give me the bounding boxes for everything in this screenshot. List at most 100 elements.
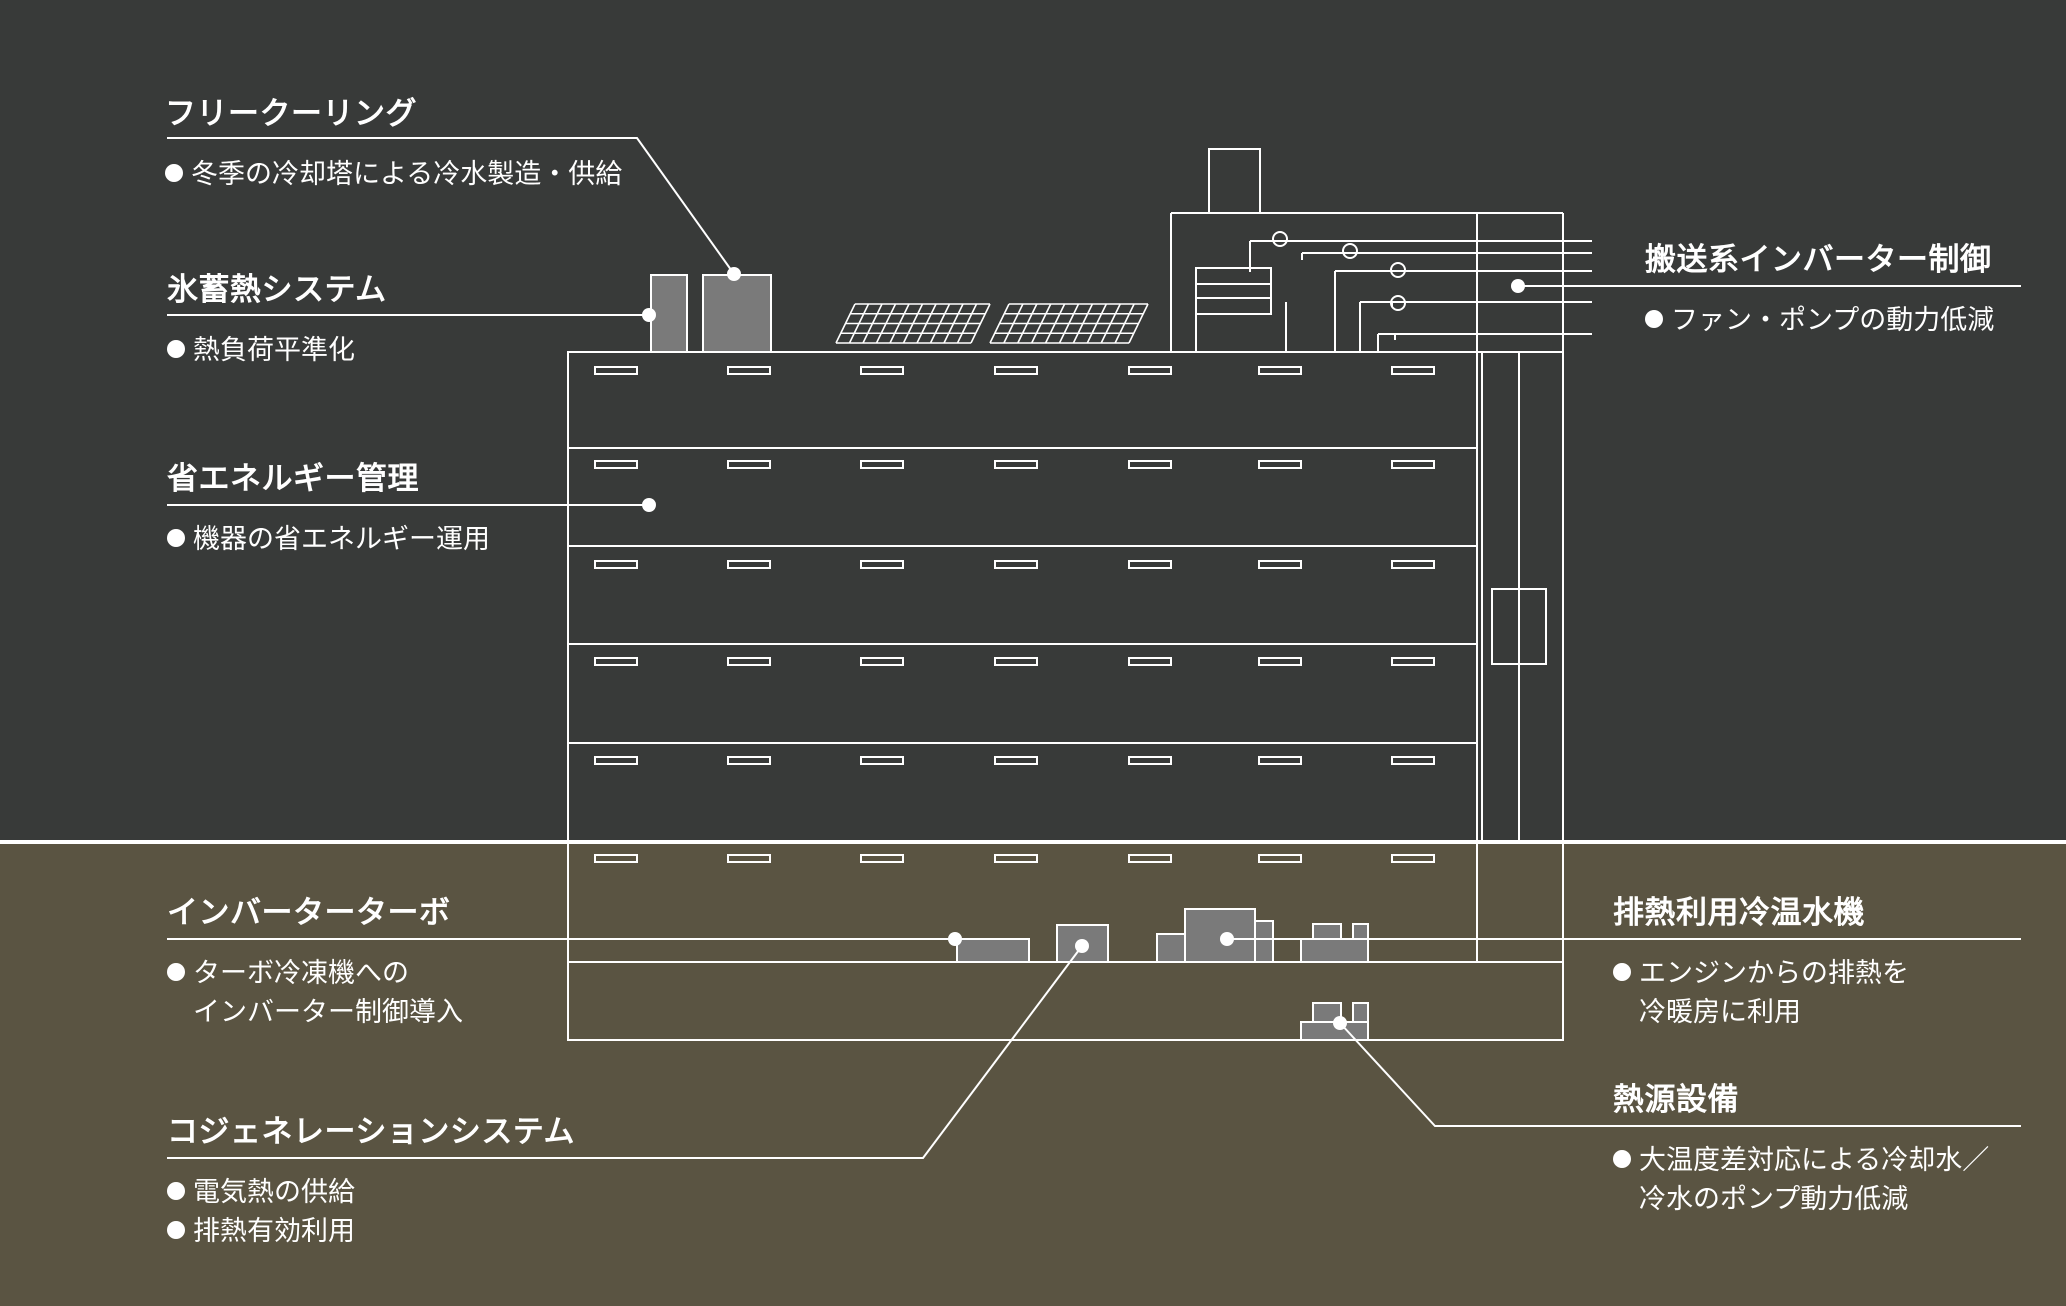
pump-icon: [1272, 231, 1288, 247]
marker-dot: [642, 498, 656, 512]
label-heat-source: 熱源設備 大温度差対応による冷却水／ 冷水のポンプ動力低減: [1613, 1074, 1989, 1219]
marker-dot: [1333, 1016, 1347, 1030]
window-slot: [727, 560, 771, 569]
cooling-tower: [702, 274, 772, 353]
window-slot: [1128, 756, 1172, 765]
ice-storage-tank: [650, 274, 688, 353]
window-slot: [1128, 366, 1172, 375]
window-slot: [727, 657, 771, 666]
bullet-dot: [167, 340, 185, 358]
window-slot: [860, 854, 904, 863]
window-slot: [1258, 560, 1302, 569]
label-title: フリークーリング: [165, 96, 417, 132]
label-title: 氷蓄熱システム: [167, 272, 387, 308]
window-slot: [727, 366, 771, 375]
label-title: 熱源設備: [1613, 1082, 1739, 1118]
label-title: コジェネレーションシステム: [167, 1114, 575, 1150]
absorption-chiller-large: [1184, 908, 1256, 963]
marker-dot: [642, 308, 656, 322]
label-item: 冷暖房に利用: [1639, 997, 1801, 1028]
window-slot: [860, 560, 904, 569]
leader-cogeneration: [167, 945, 1083, 1159]
window-slot: [1258, 854, 1302, 863]
window-slot: [860, 460, 904, 469]
window-slot: [1391, 560, 1435, 569]
window-slot: [1391, 756, 1435, 765]
pump-set-upper-top: [1312, 923, 1342, 940]
air-handler-unit: [1195, 267, 1272, 315]
label-item: ファン・ポンプの動力低減: [1645, 301, 1994, 340]
label-item: ターボ冷凍機への: [167, 954, 463, 993]
pump-set-upper-tall: [1352, 923, 1369, 940]
marker-dot: [1511, 279, 1525, 293]
pump-set-lower-tall: [1352, 1002, 1369, 1023]
window-slot: [1391, 460, 1435, 469]
label-title: 排熱利用冷温水機: [1613, 895, 1865, 931]
window-slot: [994, 756, 1038, 765]
label-title: 搬送系インバーター制御: [1645, 242, 1992, 278]
window-slot: [1391, 366, 1435, 375]
bullet-dot: [1645, 310, 1663, 328]
window-slot: [1258, 460, 1302, 469]
label-item: 大温度差対応による冷却水／: [1613, 1141, 1989, 1180]
label-item: 機器の省エネルギー運用: [167, 520, 490, 559]
window-slot: [594, 657, 638, 666]
label-energy-management: 省エネルギー管理 機器の省エネルギー運用: [167, 453, 490, 559]
window-slot: [594, 460, 638, 469]
label-inverter-turbo: インバーターターボ ターボ冷凍機への インバーター制御導入: [167, 887, 463, 1032]
label-transport-inverter: 搬送系インバーター制御 ファン・ポンプの動力低減: [1645, 234, 1994, 340]
shaft-equipment-box: [1491, 588, 1547, 665]
above-ground-area: [0, 0, 2066, 842]
window-slot: [1128, 854, 1172, 863]
label-item: 排熱有効利用: [167, 1212, 575, 1251]
window-slot: [727, 854, 771, 863]
window-slot: [860, 366, 904, 375]
window-slot: [1128, 560, 1172, 569]
window-slot: [1128, 657, 1172, 666]
pump-icon: [1390, 262, 1406, 278]
window-slot: [994, 560, 1038, 569]
label-free-cooling: フリークーリング 冬季の冷却塔による冷水製造・供給: [165, 88, 622, 194]
window-slot: [594, 560, 638, 569]
window-slot: [1258, 756, 1302, 765]
window-slot: [1258, 366, 1302, 375]
bullet-dot: [1613, 963, 1631, 981]
window-slot: [594, 366, 638, 375]
pump-icon: [1390, 295, 1406, 311]
label-item: インバーター制御導入: [193, 997, 463, 1028]
label-item: 冷水のポンプ動力低減: [1639, 1184, 1909, 1215]
window-slot: [994, 366, 1038, 375]
pump-set-upper: [1300, 938, 1369, 963]
bullet-dot: [167, 1221, 185, 1239]
label-title: インバーターターボ: [167, 895, 451, 931]
window-slot: [727, 756, 771, 765]
window-slot: [1391, 657, 1435, 666]
window-slot: [594, 756, 638, 765]
bullet-dot: [167, 529, 185, 547]
leader-heat-source: [1339, 1022, 2021, 1127]
absorption-chiller-side: [1254, 920, 1274, 963]
window-slot: [1128, 460, 1172, 469]
window-slot: [860, 657, 904, 666]
window-slot: [860, 756, 904, 765]
pump-set-lower-top: [1312, 1002, 1342, 1023]
marker-dot: [1220, 932, 1234, 946]
solar-panel: [835, 303, 991, 344]
marker-dot: [948, 932, 962, 946]
bullet-dot: [165, 164, 183, 182]
absorption-chiller-small: [1156, 933, 1188, 963]
building-outline: [567, 351, 1564, 1041]
label-item: 冬季の冷却塔による冷水製造・供給: [165, 155, 622, 194]
label-item: エンジンからの排熱を: [1613, 954, 1909, 993]
marker-dot: [1075, 939, 1089, 953]
window-slot: [994, 657, 1038, 666]
window-slot: [994, 460, 1038, 469]
chimney: [1208, 148, 1261, 214]
leader-free-cooling: [167, 137, 735, 275]
bullet-dot: [167, 1182, 185, 1200]
turbo-chiller: [956, 938, 1030, 963]
solar-panel: [989, 303, 1149, 344]
label-exhaust-heat-chiller: 排熱利用冷温水機 エンジンからの排熱を 冷暖房に利用: [1613, 887, 1909, 1032]
pump-icon: [1342, 243, 1358, 259]
